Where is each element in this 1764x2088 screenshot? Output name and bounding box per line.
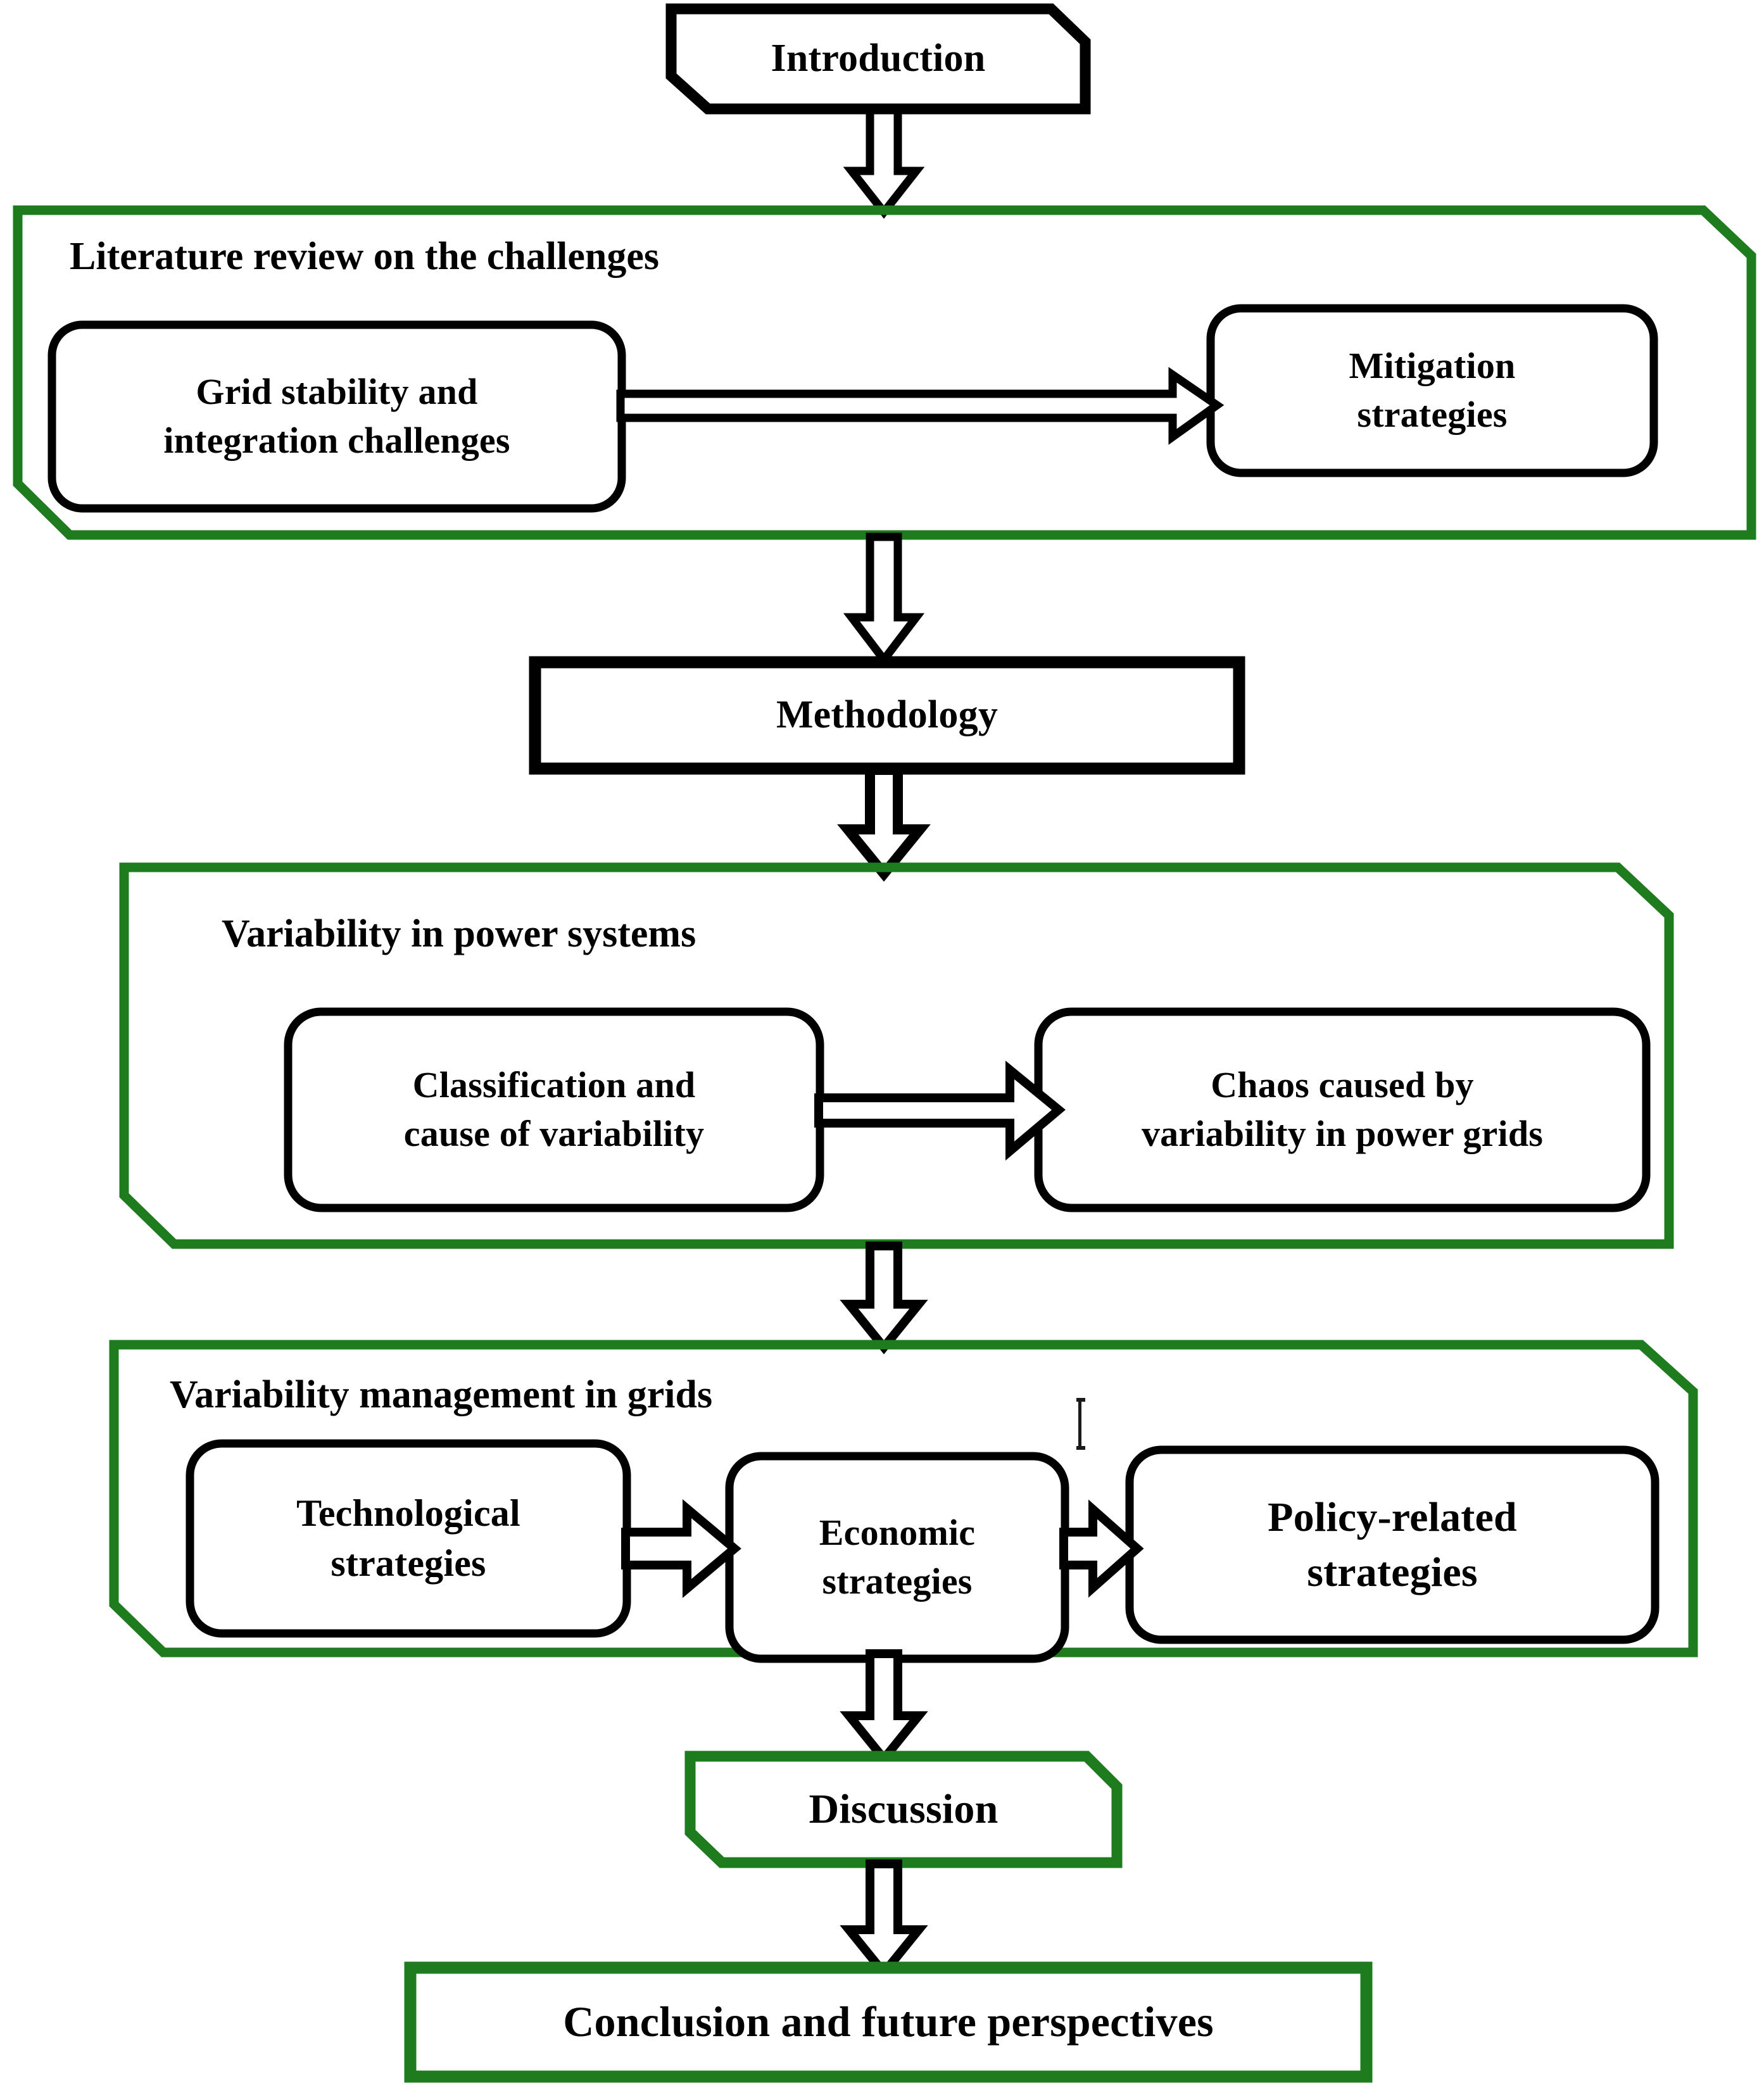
arrow-variability-power-systems-to-management <box>840 1242 928 1355</box>
discussion-node-shape[interactable] <box>684 1751 1123 1868</box>
economic-strategies-node-shape[interactable] <box>725 1452 1069 1663</box>
arrow-literature-review-to-methodology <box>843 532 925 667</box>
introduction-node-shape[interactable] <box>665 3 1091 115</box>
arrow-discussion-to-conclusion <box>840 1859 928 1980</box>
mitigation-strategies-node-shape[interactable] <box>1206 304 1658 477</box>
technological-strategies-node-shape[interactable] <box>186 1439 631 1638</box>
group-variability-power-systems-title: Variability in power systems <box>222 912 696 955</box>
grid-stability-node-shape[interactable] <box>47 320 626 513</box>
group-literature-review-border <box>13 205 1756 540</box>
methodology-node-shape[interactable] <box>529 656 1245 775</box>
arrow-methodology-to-variability-power-systems <box>837 765 931 882</box>
group-variability-management-title: Variability management in grids <box>170 1373 713 1416</box>
conclusion-node-shape[interactable] <box>404 1961 1373 2083</box>
group-literature-review-title: Literature review on the challenges <box>70 235 659 278</box>
group-variability-management-border <box>109 1340 1698 1657</box>
arrow-technological-to-economic <box>621 1499 741 1599</box>
arrow-classification-to-chaos <box>814 1060 1066 1161</box>
arrow-introduction-to-literature-review <box>843 106 925 219</box>
arrow-economic-to-policy <box>1059 1499 1144 1598</box>
group-variability-power-systems-border <box>119 862 1674 1249</box>
i-beam-text-cursor <box>1076 1398 1085 1450</box>
arrow-grid-stability-to-mitigation <box>616 367 1225 445</box>
classification-node-shape[interactable] <box>284 1007 824 1212</box>
arrow-variability-management-to-discussion <box>840 1649 928 1766</box>
chaos-node-shape[interactable] <box>1034 1007 1651 1212</box>
policy-strategies-node-shape[interactable] <box>1125 1445 1660 1644</box>
